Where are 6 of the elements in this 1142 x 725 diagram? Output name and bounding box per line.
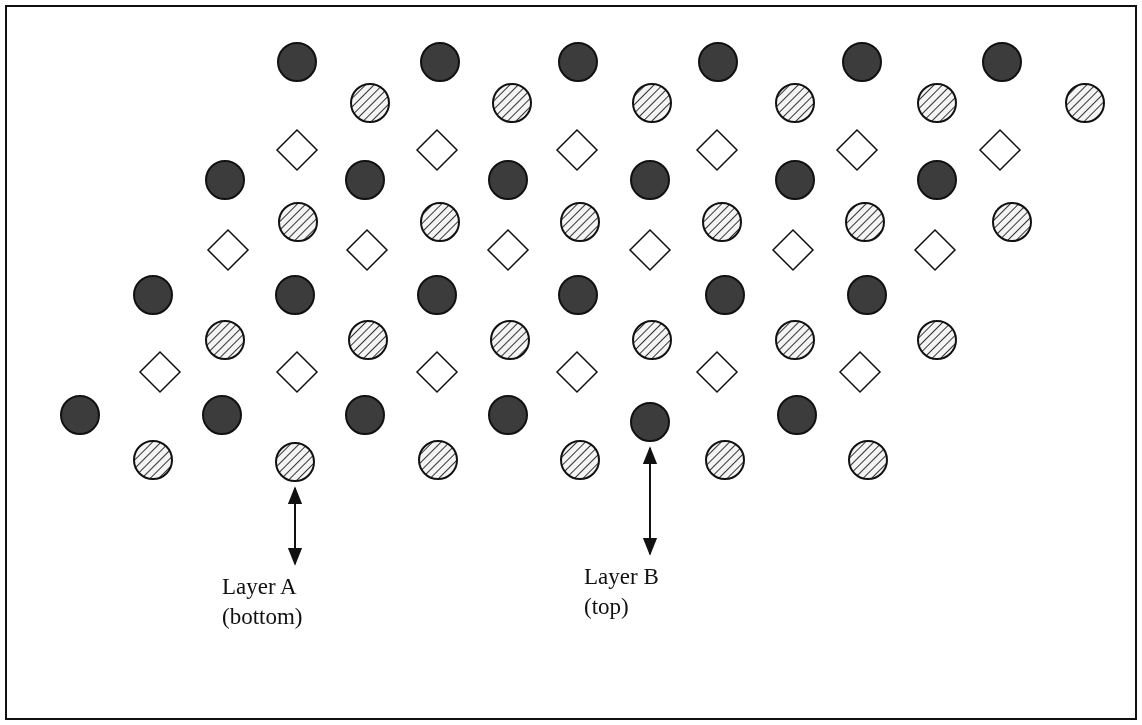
double-arrow <box>642 446 658 556</box>
hatched-circle <box>275 442 315 482</box>
layer-label: Layer B (top) <box>584 562 684 622</box>
dark-circle <box>630 402 670 442</box>
double-arrow <box>287 486 303 566</box>
layer-label: Layer A (bottom) <box>222 572 342 632</box>
